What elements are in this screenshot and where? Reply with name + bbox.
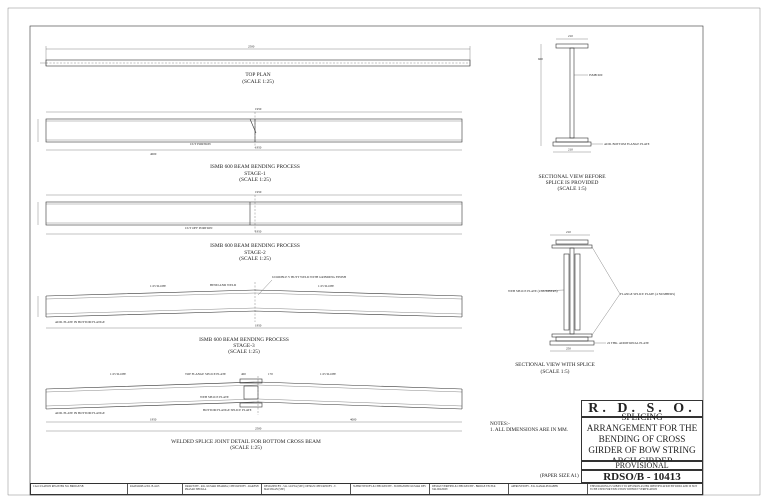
title-block-drawing-no: RDSO/B - 10413 <box>581 470 703 483</box>
section-with-dim-bottom: 250 <box>566 347 571 351</box>
splice-title: WELDED SPLICE JOINT DETAIL FOR BOTTOM CR… <box>171 439 321 445</box>
title-block-org: R. D. S. O. <box>581 400 703 417</box>
top-plan-scale: (SCALE 1:25) <box>242 78 274 85</box>
signature-strip: CALCULATION REGISTER NO. BRIDGE/SB RAM K… <box>30 483 703 495</box>
splice-detail-view: 1:25 SLOPE TOP FLANGE SPLICE PLATE 400 1… <box>45 372 463 451</box>
section-before-title2: SPLICE IS PROVIDED <box>546 180 599 186</box>
notes-line1: 1. ALL DIMENSIONS ARE IN MM. <box>490 427 569 434</box>
section-before-title: SECTIONAL VIEW BEFORE <box>539 174 607 180</box>
splice-dim-left: 1950 <box>150 418 157 422</box>
paper-size: (PAPER SIZE A1) <box>540 473 579 479</box>
strip-approved-by: APPROVED BY - E.K. KAMALPURABHS <box>509 484 588 494</box>
section-with-dim-top: 210 <box>566 230 571 234</box>
stage3-dim-bottom: 1950 <box>255 324 262 328</box>
section-before-dim-bottom: 210 <box>568 148 573 152</box>
notes-block: NOTES:- 1. ALL DIMENSIONS ARE IN MM. <box>490 421 568 434</box>
stage1-view: 1950 CUT PORTION 1950 4000 ISMB 600 BEAM… <box>37 107 463 183</box>
section-before-dim-side: 600 <box>538 57 543 61</box>
splice-dim-overall: 2500 <box>255 427 262 431</box>
stage1-dim-left: 4000 <box>150 152 157 156</box>
section-before-view: 210 600 ISMB 600 ADD. BOTTOM FLANGE PLAT… <box>538 34 650 192</box>
section-with-web-plate: WEB SPLICE PLATE (2 NUMBERS) <box>508 289 558 293</box>
section-before-scale: (SCALE 1:5) <box>558 185 587 192</box>
stage3-title: ISMB 600 BEAM BENDING PROCESS <box>199 337 289 343</box>
top-plan-title: TOP PLAN <box>245 72 270 78</box>
stage2-cut-label: CUT OFF PORTION <box>185 226 213 230</box>
top-plan-view: 2500 TOP PLAN (SCALE 1:25) <box>40 45 471 85</box>
stage3-stage: STAGE-3 <box>233 343 255 349</box>
strip-designed-by: DESIGNED BY - S.K. GUPTA (SSE) | DESIGN … <box>262 484 351 494</box>
stage3-bend-label: BEND AND WELD <box>210 283 237 287</box>
stage2-title: ISMB 600 BEAM BENDING PROCESS <box>210 243 300 249</box>
splice-dim-a: 400 <box>241 372 246 376</box>
strip-submitted-by: SUBMITTED BY & CHECKED BY - SUDHANSHU KU… <box>351 484 430 494</box>
stage1-dim-bottom: 1950 <box>255 146 262 150</box>
stage1-title: ISMB 600 BEAM BENDING PROCESS <box>210 164 300 170</box>
splice-add-plate: ADD. PLATE IN BOTTOM FLANGE <box>55 411 105 415</box>
stage1-stage: STAGE-1 <box>244 171 266 177</box>
title-block-title: SPLICING ARRANGEMENT FOR THE BENDING OF … <box>581 412 703 466</box>
section-with-flange-plate: FLANGE SPLICE PLATE (4 NUMBERS) <box>620 292 675 296</box>
title-block-status: PROVISIONAL <box>581 461 703 470</box>
splice-slope-left: 1:25 SLOPE <box>110 372 126 376</box>
section-before-web-label: ISMB 600 <box>589 73 603 77</box>
stage1-scale: (SCALE 1:25) <box>239 176 271 183</box>
section-with-view: 210 WEB SPLICE PLATE (2 NUMBERS) FLANGE … <box>508 230 675 375</box>
section-with-title: SECTIONAL VIEW WITH SPLICE <box>515 362 595 368</box>
top-plan-dim: 2500 <box>248 45 255 49</box>
section-before-plate-label: ADD. BOTTOM FLANGE PLATE <box>604 142 650 146</box>
stage1-cut-label: CUT PORTION <box>190 142 211 146</box>
splice-bottom-plate: BOTTOM FLANGE SPLICE PLATE <box>203 408 252 412</box>
stage2-dim-top: 1950 <box>255 190 262 194</box>
strip-disclaimer: THIS DRAWING IS SUBJECT TO REVISION AS P… <box>590 485 698 492</box>
stage2-scale: (SCALE 1:25) <box>239 255 271 262</box>
strip-drawn-by: DRAWN BY - R.K. KUMAR SHARMA | CHECKED B… <box>183 484 262 494</box>
stage3-plate-label: ADD. PLATE IN BOTTOM FLANGE <box>55 320 105 324</box>
splice-dim-right: 4000 <box>350 418 357 422</box>
splice-dim-b: 170 <box>268 372 273 376</box>
strip-ram-kripla: RAM KRIPLA NO. B-4413 <box>128 484 183 494</box>
stage3-weld-label: 6 DOUBLE V BUTT WELD WITH GRINDING FINIS… <box>272 275 347 279</box>
stage3-slope-left: 1:25 SLOPE <box>150 284 166 288</box>
strip-calc-register: CALCULATION REGISTER NO. BRIDGE/SB <box>31 484 128 494</box>
section-with-add-plate: 22 THK. ADDITIONAL PLATE <box>607 341 649 345</box>
stage3-scale: (SCALE 1:25) <box>228 348 260 355</box>
section-before-dim-top: 210 <box>568 34 573 38</box>
stage2-dim-bottom: 1950 <box>255 230 262 234</box>
stage1-dim-top: 1950 <box>255 107 262 111</box>
notes-heading: NOTES:- <box>490 421 510 427</box>
stage3-view: 6 DOUBLE V BUTT WELD WITH GRINDING FINIS… <box>37 275 463 355</box>
inner-frame <box>29 25 704 496</box>
section-with-scale: (SCALE 1:5) <box>541 368 570 375</box>
splice-scale: (SCALE 1:25) <box>230 444 262 451</box>
splice-flange-plate: TOP FLANGE SPLICE PLATE <box>185 372 226 376</box>
strip-verified-by: DESIGN VERIFIED & CHECKED BY - BRIDGE TE… <box>430 484 509 494</box>
stage3-slope-right: 1:25 SLOPE <box>318 284 334 288</box>
splice-slope-right: 1:25 SLOPE <box>320 372 336 376</box>
stage2-stage: STAGE-2 <box>244 250 266 256</box>
splice-web-plate: WEB SPLICE PLATE <box>200 395 229 399</box>
stage2-view: 1950 CUT OFF PORTION 1950 ISMB 600 BEAM … <box>37 190 463 262</box>
